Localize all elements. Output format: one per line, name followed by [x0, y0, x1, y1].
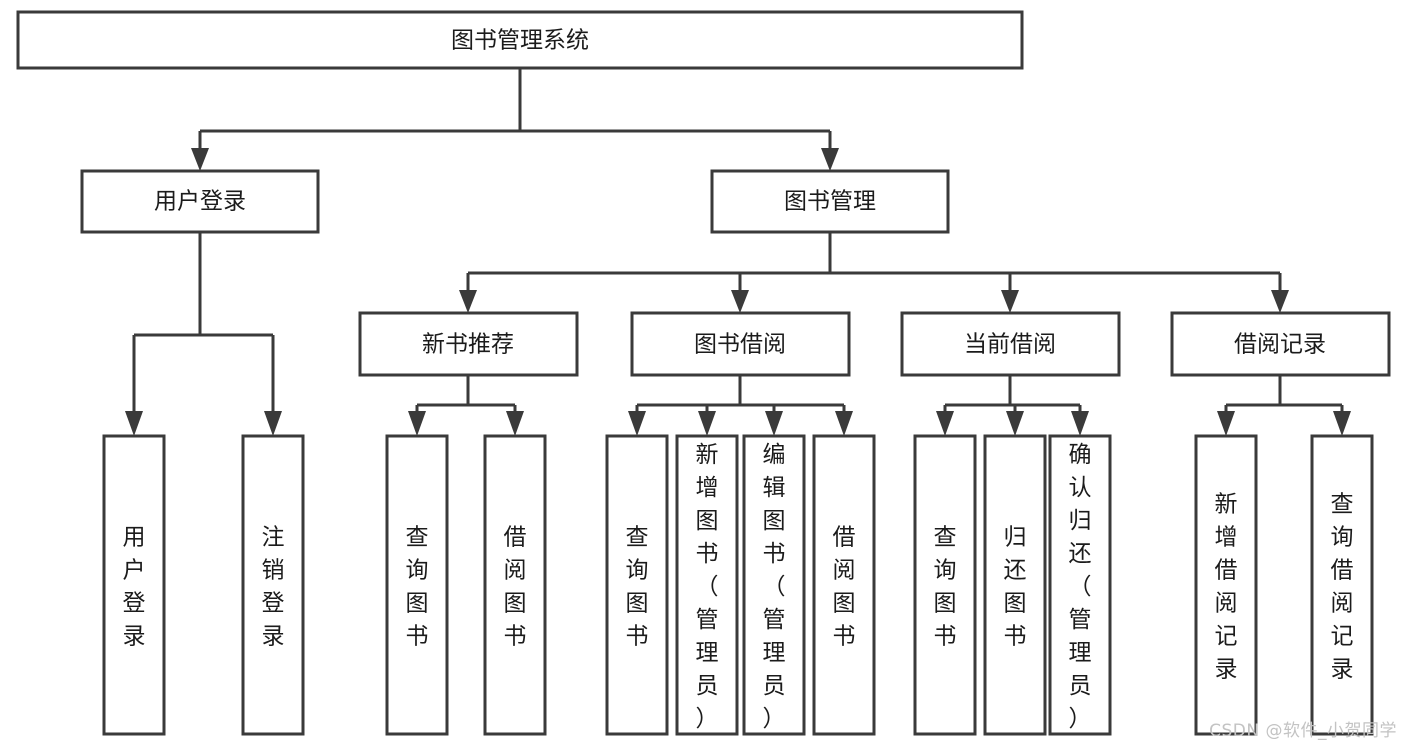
arrow-icon-leaf-logout-login [264, 411, 282, 436]
node-current-borrow[interactable]: 当前借阅 [900, 311, 1121, 377]
node-root[interactable]: 图书管理系统 [16, 10, 1024, 70]
arrow-icon-leaf-add-record [1217, 411, 1235, 436]
node-leaf-user-login[interactable]: 用户登录 [102, 434, 166, 736]
node-borrow-record-label: 借阅记录 [1234, 332, 1326, 358]
node-leaf-query-book-3-label: 查询图书 [934, 525, 957, 650]
node-leaf-logout-login-box [241, 434, 305, 736]
leaf-node-layer: 用户登录 注销登录 查询图书 借阅图书 查询图书 新增图书（管理员） 编辑图书（管理员） 借阅… [102, 434, 1374, 736]
node-leaf-borrow-book-2[interactable]: 借阅图书 [812, 434, 876, 736]
node-leaf-add-book[interactable]: 新增图书（管理员） [675, 434, 739, 736]
node-root-box [16, 10, 1024, 70]
node-leaf-user-login-box [102, 434, 166, 736]
node-leaf-edit-book-label: 编辑图书（管理员） [763, 442, 786, 732]
arrow-icon-leaf-borrow-book-1 [506, 411, 524, 436]
node-current-borrow-label: 当前借阅 [964, 332, 1056, 358]
node-root-label: 图书管理系统 [451, 28, 589, 54]
node-leaf-query-book-3-box [913, 434, 977, 736]
node-leaf-add-record[interactable]: 新增借阅记录 [1194, 434, 1258, 736]
node-leaf-query-record-label: 查询借阅记录 [1331, 492, 1354, 683]
connector-new-book-recommend-to-leaves [408, 375, 524, 436]
node-leaf-confirm-return-label: 确认归还（管理员） [1069, 442, 1092, 732]
connector-book-manage-to-level2 [459, 232, 1289, 313]
arrow-icon-borrow-record [1271, 290, 1289, 313]
arrow-icon-leaf-add-book [698, 411, 716, 436]
arrow-icon-leaf-confirm-return [1071, 411, 1089, 436]
arrow-icon-user-login [191, 148, 209, 171]
node-book-borrow-box [630, 311, 851, 377]
node-user-login-box [80, 169, 320, 234]
node-leaf-confirm-return[interactable]: 确认归还（管理员） [1048, 434, 1112, 736]
node-new-book-recommend-label: 新书推荐 [422, 332, 514, 358]
arrow-icon-leaf-borrow-book-2 [835, 411, 853, 436]
node-book-manage[interactable]: 图书管理 [710, 169, 950, 234]
connector-book-borrow-to-leaves [628, 375, 853, 436]
arrow-icon-leaf-return-book [1006, 411, 1024, 436]
node-user-login-label: 用户登录 [154, 189, 246, 215]
node-leaf-user-login-label: 用户登录 [123, 525, 146, 650]
node-leaf-query-book-2[interactable]: 查询图书 [605, 434, 669, 736]
node-leaf-add-book-box [675, 434, 739, 736]
node-book-borrow[interactable]: 图书借阅 [630, 311, 851, 377]
node-leaf-add-book-label: 新增图书（管理员） [696, 442, 719, 732]
node-leaf-return-book-box [983, 434, 1047, 736]
node-leaf-query-book-2-label: 查询图书 [626, 525, 649, 650]
node-leaf-query-book-3[interactable]: 查询图书 [913, 434, 977, 736]
node-leaf-logout-login[interactable]: 注销登录 [241, 434, 305, 736]
node-leaf-add-record-label: 新增借阅记录 [1215, 492, 1238, 683]
node-leaf-return-book-label: 归还图书 [1004, 525, 1027, 650]
node-leaf-logout-login-label: 注销登录 [262, 525, 285, 650]
connector-borrow-record-to-leaves [1217, 375, 1351, 436]
connector-current-borrow-to-leaves [936, 375, 1089, 436]
node-leaf-query-book-1-box [385, 434, 449, 736]
arrow-icon-leaf-query-book-2 [628, 411, 646, 436]
node-leaf-borrow-book-1[interactable]: 借阅图书 [483, 434, 547, 736]
arrow-icon-leaf-edit-book [765, 411, 783, 436]
node-leaf-borrow-book-1-box [483, 434, 547, 736]
node-book-manage-label: 图书管理 [784, 189, 876, 215]
arrow-icon-leaf-user-login [125, 411, 143, 436]
node-leaf-edit-book[interactable]: 编辑图书（管理员） [742, 434, 806, 736]
node-new-book-recommend[interactable]: 新书推荐 [358, 311, 579, 377]
node-borrow-record[interactable]: 借阅记录 [1170, 311, 1391, 377]
node-leaf-borrow-book-1-label: 借阅图书 [504, 525, 527, 650]
node-leaf-query-record-box [1310, 434, 1374, 736]
node-new-book-recommend-box [358, 311, 579, 377]
arrow-icon-book-manage [821, 148, 839, 171]
arrow-icon-current-borrow [1001, 290, 1019, 313]
connector-root-to-level1 [191, 68, 839, 171]
node-book-borrow-label: 图书借阅 [694, 332, 786, 358]
arrow-icon-leaf-query-book-3 [936, 411, 954, 436]
arrow-icon-leaf-query-book-1 [408, 411, 426, 436]
node-leaf-borrow-book-2-label: 借阅图书 [833, 525, 856, 650]
node-leaf-edit-book-box [742, 434, 806, 736]
node-leaf-query-book-1[interactable]: 查询图书 [385, 434, 449, 736]
node-leaf-borrow-book-2-box [812, 434, 876, 736]
arrow-icon-leaf-query-record [1333, 411, 1351, 436]
node-leaf-add-record-box [1194, 434, 1258, 736]
node-current-borrow-box [900, 311, 1121, 377]
arrow-icon-book-borrow [731, 290, 749, 313]
node-leaf-confirm-return-box [1048, 434, 1112, 736]
node-leaf-query-book-2-box [605, 434, 669, 736]
node-borrow-record-box [1170, 311, 1391, 377]
node-user-login[interactable]: 用户登录 [80, 169, 320, 234]
node-book-manage-box [710, 169, 950, 234]
node-leaf-query-book-1-label: 查询图书 [406, 525, 429, 650]
node-leaf-query-record[interactable]: 查询借阅记录 [1310, 434, 1374, 736]
connector-user-login-to-leaves [125, 232, 282, 436]
node-leaf-return-book[interactable]: 归还图书 [983, 434, 1047, 736]
arrow-icon-new-book-recommend [459, 290, 477, 313]
watermark: CSDN @软件_小贺同学 [1209, 721, 1397, 741]
